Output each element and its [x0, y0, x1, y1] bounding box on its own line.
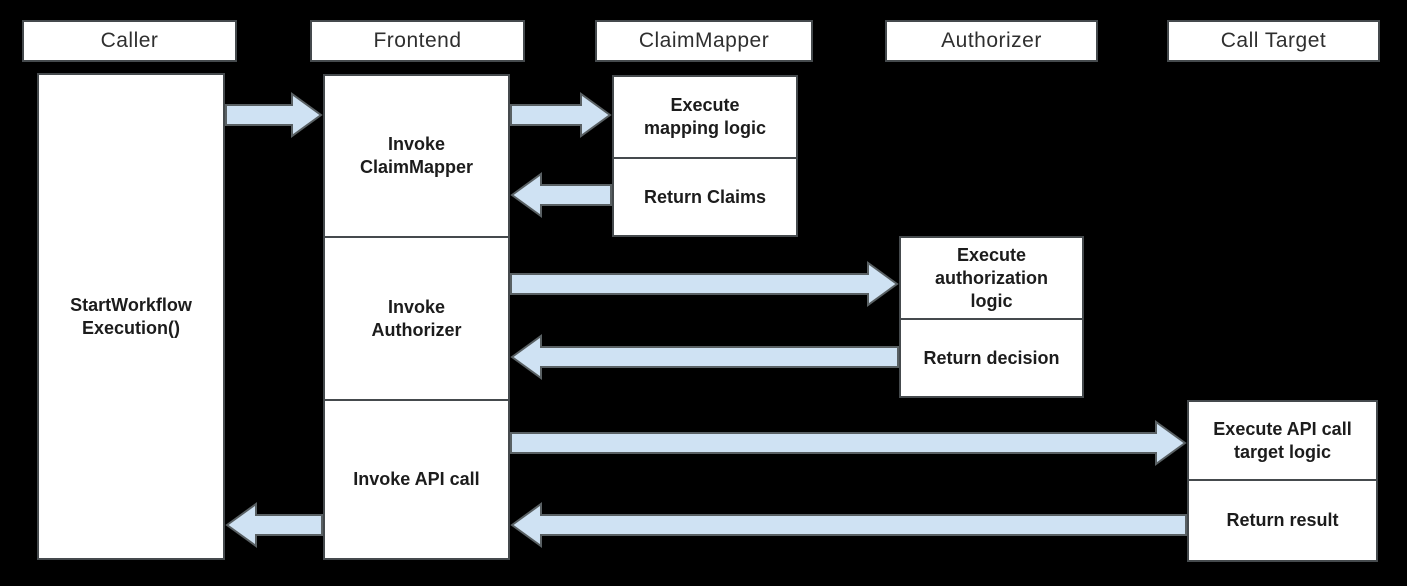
- arrow-calltarget-to-frontend: [510, 502, 1187, 548]
- activation-caller: StartWorkflow Execution(): [37, 73, 225, 560]
- step-execute-authorization-logic: Execute authorization logic: [935, 244, 1048, 311]
- step-startworkflowexecution: StartWorkflow Execution(): [70, 294, 192, 338]
- arrow-claimmapper-to-frontend: [510, 172, 612, 218]
- activation-authorizer: Execute authorization logic Return decis…: [899, 236, 1084, 398]
- step-execute-mapping-logic: Execute mapping logic: [643, 95, 766, 138]
- lifeline-header-calltarget: Call Target: [1167, 20, 1380, 62]
- lifeline-header-authorizer: Authorizer: [885, 20, 1098, 62]
- step-invoke-claimmapper: Invoke ClaimMapper: [359, 134, 474, 177]
- lifeline-header-frontend: Frontend: [310, 20, 525, 62]
- arrow-frontend-to-authorizer: [510, 261, 899, 307]
- activation-claimmapper: Execute mapping logic Return Claims: [612, 75, 798, 237]
- arrow-left-icon: [510, 502, 1187, 548]
- arrow-frontend-to-calltarget: [510, 420, 1187, 466]
- step-execute-api-call-target-logic: Execute API call target logic: [1213, 418, 1352, 462]
- step-return-decision: Return decision: [901, 318, 1082, 396]
- arrow-authorizer-to-frontend: [510, 334, 899, 380]
- arrow-right-icon: [510, 261, 899, 307]
- arrow-left-icon: [510, 334, 899, 380]
- lifeline-header-claimmapper: ClaimMapper: [595, 20, 813, 62]
- activation-calltarget: Execute API call target logic Return res…: [1187, 400, 1378, 562]
- arrow-right-icon: [225, 92, 323, 138]
- step-return-result: Return result: [1189, 479, 1376, 560]
- arrow-caller-to-frontend: [225, 92, 323, 138]
- arrow-left-icon: [225, 502, 323, 548]
- step-invoke-api-call: Invoke API call: [325, 399, 508, 558]
- step-invoke-authorizer: Invoke Authorizer: [325, 236, 508, 399]
- arrow-left-icon: [510, 172, 612, 218]
- step-return-claims: Return Claims: [614, 157, 796, 235]
- arrow-frontend-to-caller: [225, 502, 323, 548]
- activation-frontend: Invoke ClaimMapper Invoke Authorizer Inv…: [323, 74, 510, 560]
- arrow-frontend-to-claimmapper: [510, 92, 612, 138]
- lifeline-header-caller: Caller: [22, 20, 237, 62]
- arrow-right-icon: [510, 420, 1187, 466]
- arrow-right-icon: [510, 92, 612, 138]
